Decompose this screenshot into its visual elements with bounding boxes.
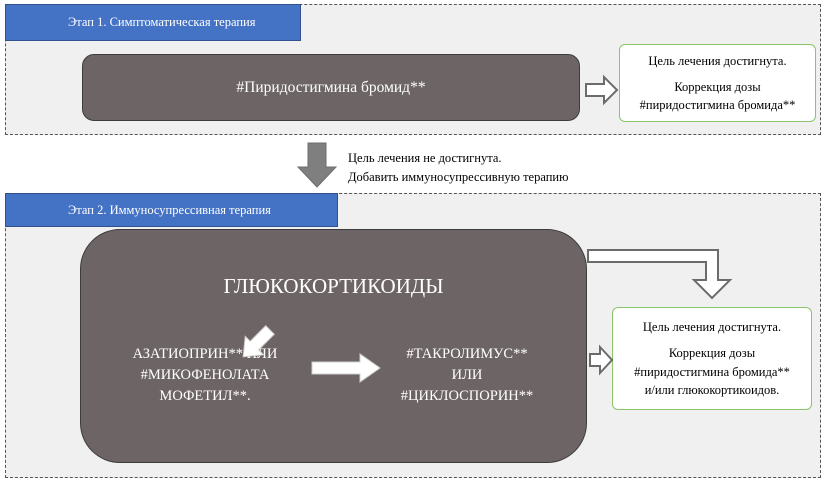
stage2-main-label: ГЛЮКОКОРТИКОИДЫ <box>223 274 444 298</box>
stage2-goal-line1: Цель лечения достигнута. <box>642 320 782 335</box>
stage2-tag: Этап 2. Иммуносупрессивная терапия <box>5 193 338 227</box>
stage1-goal-line2: Коррекция дозы <box>674 79 761 94</box>
stage2-main-box: ГЛЮКОКОРТИКОИДЫ АЗАТИОПРИН** ИЛИ #МИКОФЕ… <box>80 229 587 463</box>
left-drug-line1: АЗАТИОПРИН** ИЛИ <box>132 346 278 362</box>
stage2-tag-label: Этап 2. Иммуносупрессивная терапия <box>68 202 271 217</box>
right-drug-line3: #ЦИКЛОСПОРИН** <box>400 388 534 405</box>
stage1-drug-label: #Пиридостигмина бромид** <box>236 78 426 96</box>
left-drug-line3: МОФЕТИЛ**. <box>159 388 251 405</box>
right-drug-line2: ИЛИ <box>451 367 483 384</box>
stage2-goal-line3: #пиридостигмина бромида** <box>634 364 790 379</box>
stage1-goal-box: Цель лечения достигнута. Коррекция дозы … <box>619 44 816 122</box>
stage2-goal-line4: и/или глюкокортикоидов. <box>644 382 780 397</box>
transition-line1: Цель лечения не достигнута. <box>348 151 502 165</box>
stage1-tag-label: Этап 1. Симптоматическая терапия <box>68 15 256 30</box>
stage-transition-down-arrow <box>296 142 338 188</box>
stage2-right-drug: #ТАКРОЛИМУС** ИЛИ #ЦИКЛОСПОРИН** <box>387 344 547 407</box>
stage1-right-arrow <box>585 74 619 106</box>
transition-note: Цель лечения не достигнута. Добавить имм… <box>348 149 568 187</box>
right-drug-line1: #ТАКРОЛИМУС** <box>406 346 528 362</box>
stage2-elbow-arrow <box>587 249 733 300</box>
stage2-left-drug: АЗАТИОПРИН** ИЛИ #МИКОФЕНОЛАТА МОФЕТИЛ**… <box>105 344 305 407</box>
stage1-goal-line1: Цель лечения достигнута. <box>648 53 787 68</box>
transition-line2: Добавить иммуносупрессивную терапию <box>348 169 569 184</box>
stage1-tag: Этап 1. Симптоматическая терапия <box>5 4 301 41</box>
left-drug-line2: #МИКОФЕНОЛАТА <box>140 367 270 384</box>
left-to-right-drug-arrow <box>311 353 381 383</box>
stage2-right-arrow <box>589 344 614 376</box>
stage1-goal-line3: #пиридостигмина бромида** <box>639 98 796 113</box>
stage2-goal-line2: Коррекция дозы <box>668 346 756 361</box>
stage1-drug-box: #Пиридостигмина бромид** <box>82 54 580 121</box>
glucocorticoid-to-left-arrow <box>242 325 275 358</box>
stage2-goal-box: Цель лечения достигнута. Коррекция дозы … <box>612 307 812 410</box>
